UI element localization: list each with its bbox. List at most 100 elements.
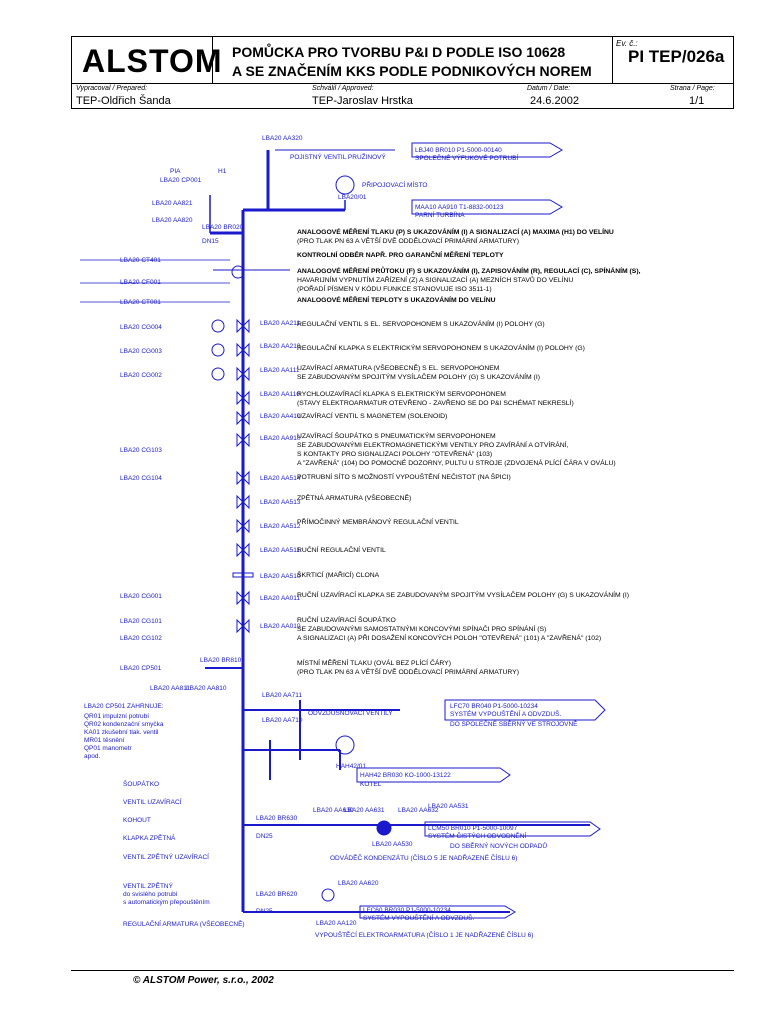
symbol-legend-item: VENTIL UZAVÍRACÍ <box>123 797 182 806</box>
description: (PRO TLAK PN 63 A VĚTŠÍ DVĚ ODDĚLOVACÍ P… <box>297 236 519 245</box>
label: PARNÍ TURBÍNA <box>415 210 465 219</box>
valve-tag: LBA20 AA210 <box>260 343 301 350</box>
quick-close-flap-icon <box>236 390 250 406</box>
legend-item: KA01 zkušební tlak. ventil <box>84 729 159 736</box>
description: POTRUBNÍ SÍTO S MOŽNOSTÍ VYPOUŠTĚNÍ NEČI… <box>297 472 511 481</box>
description: RUČNÍ UZAVÍRACÍ KLAPKA SE ZABUDOVANÝM SP… <box>297 590 629 599</box>
instrument-icon <box>211 343 225 357</box>
diaphragm-valve-icon <box>236 518 250 534</box>
label: KOTEL <box>360 781 382 788</box>
control-valve-icon <box>236 318 250 334</box>
symbol-legend-item: ŠOUPÁTKO <box>123 779 159 788</box>
instrument-icon <box>231 265 245 279</box>
label: DN25 <box>256 833 273 840</box>
valve-tag: LBA20 AA512 <box>260 523 301 530</box>
description: A "ZAVŘENÁ" (104) DO POMOCNÉ DOZORNY, PU… <box>297 458 616 467</box>
divider <box>72 83 733 84</box>
description: SE ZABUDOVANÝMI SAMOSTATNÝMI KONCOVÝMI S… <box>297 624 546 633</box>
label: SPOLEČNÉ VÝFUKOVÉ POTRUBÍ <box>415 153 518 162</box>
connection-point-icon <box>335 175 355 195</box>
valve-tag: LBA20 AA514 <box>260 475 301 482</box>
symbol-legend-item: KOHOUT <box>123 817 151 824</box>
legend-item: QR02 kondenzační smyčka <box>84 721 164 728</box>
motor-icon <box>321 888 335 902</box>
description: HAVARIJNÍM VYPNUTÍM ZAŘÍZENÍ (Z) A SIGNA… <box>297 275 573 284</box>
instrument-tag: LBA20 CG001 <box>120 593 162 600</box>
symbol-legend-item: REGULAČNÍ ARMATURA (VŠEOBECNĚ) <box>123 919 245 928</box>
label: LBA20/01 <box>338 194 367 201</box>
description: RUČNÍ REGULAČNÍ VENTIL <box>297 545 386 554</box>
instrument-icon <box>211 367 225 381</box>
valve-tag: LBA20 AA111 <box>260 367 300 374</box>
label: SYSTÉM VYPOUŠTĚNÍ A ODVZDUŠ. <box>363 913 474 922</box>
label: H1 <box>218 168 227 175</box>
label: LBA20 AA811 <box>150 685 190 692</box>
doc-number: PI TEP/026a <box>628 47 725 66</box>
manual-gate-icon <box>236 618 250 634</box>
label: DN25 <box>256 908 273 915</box>
description: ZPĚTNÁ ARMATURA (VŠEOBECNĚ) <box>297 493 411 502</box>
valve-tag: LBA20 AA511 <box>260 547 300 554</box>
description: ANALOGOVÉ MĚŘENÍ PRŮTOKU (F) S UKAZOVÁNÍ… <box>297 265 641 275</box>
page-caption: Strana / Page: <box>670 85 715 92</box>
doc-title-line1: POMŮCKA PRO TVORBU P&I D PODLE ISO 10628 <box>232 44 566 60</box>
instrument-tag: LBA20 CG004 <box>120 324 162 331</box>
divider <box>612 37 613 83</box>
approved-value: TEP-Jaroslav Hrstka <box>312 95 413 107</box>
label: LBA20 BR620 <box>256 891 298 898</box>
label: SYSTÉM ČISTÝCH ODVODNĚNÍ <box>428 831 526 840</box>
label: ODVZDUŠŇOVACÍ VENTILY <box>308 708 393 717</box>
date-value: 24.6.2002 <box>530 95 579 107</box>
description: SE ZABUDOVANÝMI ELEKTROMAGNETICKÝMI VENT… <box>297 440 569 449</box>
description: REGULAČNÍ KLAPKA S ELEKTRICKÝM SERVOPOHO… <box>297 343 585 352</box>
label: LBA20 AA531 <box>428 803 469 810</box>
label: LBA20 AA120 <box>316 920 357 927</box>
valve-tag: LBA20 AA510 <box>260 573 301 580</box>
label: HAH42/01 <box>336 763 366 770</box>
label: LBA20 AA821 <box>152 200 193 207</box>
shutoff-valve-icon <box>236 366 250 382</box>
label: DO SPOLEČNÉ SBĚRNÝ VE STROJOVNĚ <box>450 719 578 728</box>
description: RYCHLOUZAVÍRACÍ KLAPKA S ELEKTRICKÝM SER… <box>297 389 506 398</box>
instrument-tag: LBA20 CG104 <box>120 475 162 482</box>
description: SE ZABUDOVANÝM SPOJITÝM VYSÍLAČEM POLOHY… <box>297 372 540 381</box>
company-logo: ALSTOM <box>82 43 223 79</box>
valve-tag: LBA20 AA410 <box>260 413 301 420</box>
instrument-tag: LBA20 CG102 <box>120 635 162 642</box>
description: A SIGNALIZACI (A) PŘI DOSAŽENÍ KONCOVÝCH… <box>297 633 601 642</box>
manual-flap-icon <box>236 590 250 606</box>
legend-item: QP01 manometr <box>84 745 133 752</box>
symbol-legend-item: VENTIL ZPĚTNÝ <box>123 881 174 890</box>
manual-control-valve-icon <box>236 542 250 558</box>
label: ODVÁDĚČ KONDENZÁTU (ČÍSLO 5 JE NADŘAZENÉ… <box>330 853 517 862</box>
label: LBJ40 BR010 P1-5000-00140 <box>415 147 502 154</box>
instrument-tag: LBA20 CG002 <box>120 372 162 379</box>
label: VYPOUŠTĚCÍ ELEKTROARMATURA (ČÍSLO 1 JE N… <box>315 930 533 939</box>
page-value: 1/1 <box>689 95 705 107</box>
footer-divider <box>71 970 734 971</box>
description: UZAVÍRACÍ ŠOUPÁTKO S PNEUMATICKÝM SERVOP… <box>297 431 496 440</box>
label: LBA20 AA710 <box>262 717 303 724</box>
instrument-tag: LBA20 CG101 <box>120 618 162 625</box>
instrument-tag: LBA20 CT001 <box>120 299 161 306</box>
label: LBA20 CP001 <box>160 177 202 184</box>
instrument-tag: LBA20 CP501 <box>120 665 162 672</box>
legend-item: MR01 těsnění <box>84 737 125 744</box>
valve-tag: LBA20 AA513 <box>260 499 301 506</box>
description: ŠKRTICÍ (MAŘICÍ) CLONA <box>297 570 380 579</box>
title-block: ALSTOM POMŮCKA PRO TVORBU P&I D PODLE IS… <box>71 36 734 109</box>
instrument-tag: LBA20 CG103 <box>120 447 162 454</box>
symbol-legend-item: do svislého potrubí <box>123 891 178 898</box>
label: PŘIPOJOVACÍ MÍSTO <box>362 180 428 189</box>
valve-tag: LBA20 AA211 <box>260 320 300 327</box>
description: (POŘADÍ PÍSMEN V KÓDU FUNKCE STANOVUJE I… <box>297 284 492 293</box>
legend-item: QR01 impulzní potrubí <box>84 713 149 720</box>
symbol-legend-item: KLAPKA ZPĚTNÁ <box>123 833 176 842</box>
valve-tag: LBA20 AA110 <box>260 391 300 398</box>
prepared-value: TEP-Oldřich Šanda <box>76 95 171 107</box>
label: LBA20 AA810 <box>186 685 227 692</box>
description: (STAVY ELEKTROARMATUR OTEVŘENO - ZAVŘENO… <box>297 398 574 407</box>
description: PŘÍMOČINNÝ MEMBRÁNOVÝ REGULAČNÍ VENTIL <box>297 517 459 526</box>
boiler-connection-icon <box>335 735 355 755</box>
